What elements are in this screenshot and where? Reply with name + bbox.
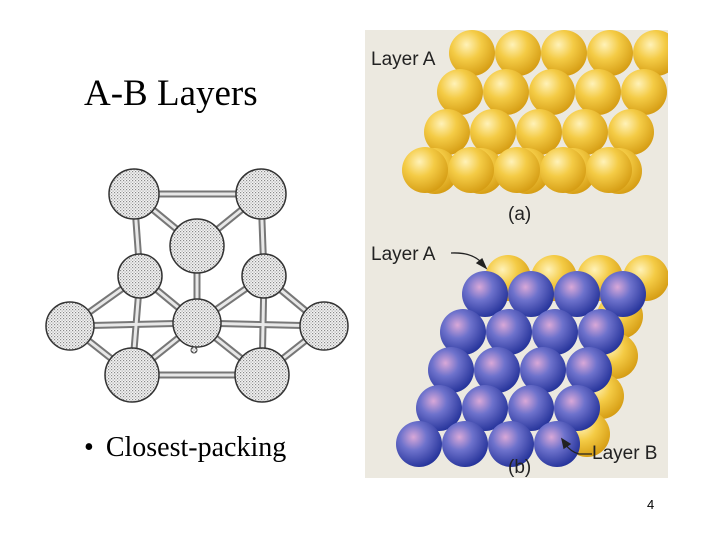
panel-a-label: (a) [508, 204, 531, 225]
layer-b-sphere [396, 421, 442, 467]
layer-a-sphere [621, 69, 667, 115]
page-number: 4 [647, 497, 654, 512]
lattice-atom [105, 348, 159, 402]
lattice-small-center-atom [191, 347, 197, 353]
bullet-marker: • [84, 432, 94, 463]
layer-a-sphere [575, 69, 621, 115]
layer-a-sphere [483, 69, 529, 115]
lattice-atom [170, 219, 224, 273]
bullet-item: • Closest-packing [84, 432, 286, 464]
layer-a-sphere [402, 147, 448, 193]
layer-figure: Layer A (a) Layer A Layer B (b) [365, 30, 668, 478]
lattice-atom [173, 299, 221, 347]
slide-title: A-B Layers [84, 72, 258, 115]
layer-b-sphere [534, 421, 580, 467]
layer-a-sphere [494, 147, 540, 193]
lattice-atom [109, 169, 159, 219]
lattice-atom [118, 254, 162, 298]
layer-a-sphere [540, 147, 586, 193]
layer-a-sphere [541, 30, 587, 76]
layer-a-sphere [586, 147, 632, 193]
layer-b-label: Layer B [592, 443, 657, 464]
lattice-atom [300, 302, 348, 350]
layer-a-sphere [495, 30, 541, 76]
layer-a-top-label: Layer A [371, 49, 436, 70]
layer-a-sphere [449, 30, 495, 76]
layer-a-sphere [437, 69, 483, 115]
lattice-atom [236, 169, 286, 219]
panel-b-label: (b) [508, 457, 531, 478]
lattice-atom [46, 302, 94, 350]
bullet-text: Closest-packing [106, 432, 286, 463]
lattice-atom [235, 348, 289, 402]
layer-a-sphere [529, 69, 575, 115]
lattice-diagram [42, 168, 352, 408]
layer-a-sphere [448, 147, 494, 193]
layer-a-bottom-label: Layer A [371, 244, 436, 265]
lattice-atom [242, 254, 286, 298]
layer-a-sphere [587, 30, 633, 76]
layer-b-sphere [442, 421, 488, 467]
